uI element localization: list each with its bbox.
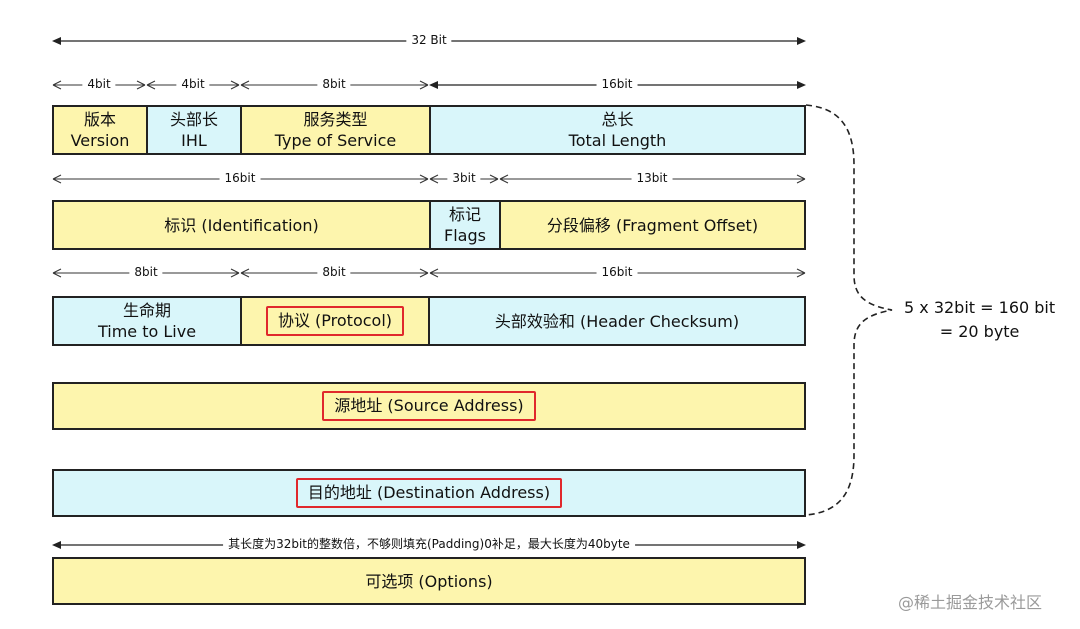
total-length-field: 总长 Total Length <box>429 105 806 155</box>
total-width-dimension: 32 Bit <box>52 32 806 48</box>
destination-address-field: 目的地址 (Destination Address) <box>52 469 806 517</box>
header-size-brace <box>805 104 893 516</box>
header-checksum-field: 头部效验和 (Header Checksum) <box>428 296 806 346</box>
source-address-field: 源地址 (Source Address) <box>52 382 806 430</box>
width-label: 16bit <box>596 76 638 92</box>
width-label: 8bit <box>317 264 351 280</box>
row3-width-ttl: 8bit <box>52 264 240 280</box>
width-label: 3bit <box>447 170 481 186</box>
field-label-zh: 服务类型 <box>303 110 368 129</box>
header-size-label: 5 x 32bit = 160 bit = 20 byte <box>904 296 1055 344</box>
field-label-en: Flags <box>444 226 486 245</box>
options-row: 可选项 (Options) <box>52 557 806 605</box>
row1-width-total-length: 16bit <box>429 76 806 92</box>
options-width-dimension: 其长度为32bit的整数倍，不够则填充(Padding)0补足，最大长度为40b… <box>52 536 806 552</box>
row3-width-protocol: 8bit <box>240 264 429 280</box>
header-row-2: 标识 (Identification) 标记 Flags 分段偏移 (Fragm… <box>52 200 806 250</box>
width-label: 4bit <box>176 76 210 92</box>
fragment-offset-field: 分段偏移 (Fragment Offset) <box>499 200 806 250</box>
field-label: 标识 (Identification) <box>164 215 319 235</box>
header-row-5: 目的地址 (Destination Address) <box>52 469 806 517</box>
field-label-zh: 版本 <box>83 110 116 129</box>
width-label: 8bit <box>317 76 351 92</box>
field-label-zh: 头部长 <box>169 110 218 129</box>
row3-width-checksum: 16bit <box>429 264 806 280</box>
tos-field: 服务类型 Type of Service <box>240 105 431 155</box>
field-label-zh: 标记 <box>448 205 481 224</box>
width-label: 4bit <box>82 76 116 92</box>
field-label-en: Total Length <box>568 131 667 150</box>
field-label: 头部效验和 (Header Checksum) <box>494 311 740 331</box>
width-label: 8bit <box>129 264 163 280</box>
watermark-text: @稀土掘金技术社区 <box>898 593 1043 612</box>
field-label: 分段偏移 (Fragment Offset) <box>546 215 759 235</box>
flags-field: 标记 Flags <box>429 200 501 250</box>
row2-width-fragment-offset: 13bit <box>499 170 806 186</box>
row2-width-flags: 3bit <box>429 170 499 186</box>
width-label: 16bit <box>596 264 638 280</box>
field-label: 可选项 (Options) <box>365 571 493 591</box>
row1-width-ihl: 4bit <box>146 76 240 92</box>
options-note-label: 其长度为32bit的整数倍，不够则填充(Padding)0补足，最大长度为40b… <box>223 536 635 552</box>
field-label-en: Time to Live <box>97 322 197 341</box>
protocol-highlight-label: 协议 (Protocol) <box>265 306 405 336</box>
header-size-line1: 5 x 32bit = 160 bit <box>904 298 1056 317</box>
source-address-highlight-label: 源地址 (Source Address) <box>322 391 536 421</box>
ihl-field: 头部长 IHL <box>146 105 242 155</box>
field-label-en: IHL <box>181 131 207 150</box>
row1-width-version: 4bit <box>52 76 146 92</box>
field-label-zh: 生命期 <box>122 301 171 320</box>
version-field: 版本 Version <box>52 105 148 155</box>
protocol-field: 协议 (Protocol) <box>240 296 430 346</box>
field-label-en: Version <box>70 131 130 150</box>
ttl-field: 生命期 Time to Live <box>52 296 242 346</box>
row2-width-identification: 16bit <box>52 170 429 186</box>
header-size-line2: = 20 byte <box>939 322 1020 341</box>
destination-address-highlight-label: 目的地址 (Destination Address) <box>295 478 563 508</box>
header-row-3: 生命期 Time to Live 协议 (Protocol) 头部效验和 (He… <box>52 296 806 346</box>
field-label-en: Type of Service <box>274 131 397 150</box>
row1-width-tos: 8bit <box>240 76 429 92</box>
identification-field: 标识 (Identification) <box>52 200 431 250</box>
header-row-4: 源地址 (Source Address) <box>52 382 806 430</box>
total-width-label: 32 Bit <box>406 32 452 48</box>
width-label: 13bit <box>631 170 673 186</box>
width-label: 16bit <box>219 170 261 186</box>
field-label-zh: 总长 <box>601 110 634 129</box>
header-row-1: 版本 Version 头部长 IHL 服务类型 Type of Service … <box>52 105 806 155</box>
options-field: 可选项 (Options) <box>52 557 806 605</box>
